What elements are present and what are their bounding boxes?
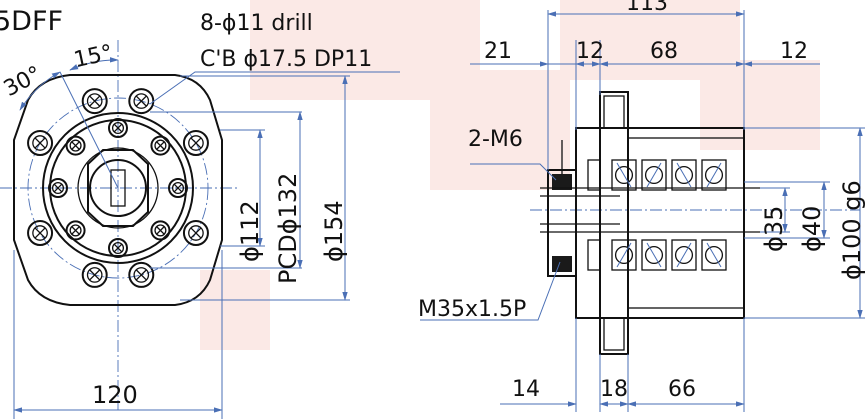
dia-154-label: ϕ154 [320,200,348,262]
dim-68-label: 68 [650,39,678,64]
watermark-shapes [200,0,820,350]
dim-66-label: 66 [668,377,696,402]
bolt-hole [48,178,68,198]
title-partial: 5DFF [0,6,63,37]
bolt-hole [65,220,86,241]
thread-2m6-label: 2-M6 [468,127,523,152]
nut-hatch-bottom [552,256,572,272]
counterbore-hole [128,261,155,288]
counterbore-hole [128,88,155,115]
angle-label-15: 15° [72,41,115,74]
nut-ring [77,147,159,229]
counterbore-hole [81,261,108,288]
counterbore-hole [27,130,54,156]
dia-40-label: ϕ40 [798,206,826,252]
dia-35-label: ϕ35 [760,206,788,252]
angle-label-30: 30° [0,62,46,102]
drill-note-line2: C'B ϕ17.5 DP11 [200,47,372,72]
dia-100-label: ϕ100 g6 [838,180,865,280]
bearing-element [611,239,637,271]
drill-note-line1: 8-ϕ11 drill [200,11,313,36]
m6-leader [470,163,557,181]
thread-m35-label: M35x1.5P [418,297,526,322]
dim-12-right-label: 12 [780,39,808,64]
nut-hatch-top [552,174,572,190]
bearing-element [671,159,697,191]
m35-leader [420,261,561,321]
bearing-element [641,159,667,191]
bearing-element [701,239,727,271]
bearing-element [701,159,727,191]
inner-bolt-holes [48,118,188,258]
dim-12-left-label: 12 [576,39,604,64]
width-120-label: 120 [92,381,138,409]
bolt-hole [108,238,128,258]
side-view [420,10,865,412]
lock-nut-square [87,149,149,227]
bolt-hole [168,178,188,198]
dim-14-label: 14 [512,377,540,402]
bolt-hole [65,135,86,156]
bearing-element [611,159,637,191]
bearing-element [641,239,667,271]
housing-ring [42,112,194,264]
bolt-hole [150,135,171,156]
flange-plate [599,91,629,355]
angle-arc-15 [69,57,119,71]
counterbore-hole [27,220,54,246]
bolt-hole [108,118,128,138]
front-view [0,40,400,419]
flange-bolt-bottom [603,317,625,351]
dim-113-label: 113 [626,0,668,16]
pcd-132-label: PCDϕ132 [274,173,302,284]
counterbore-holes [27,88,209,288]
flange-bolt-top [603,95,625,129]
counterbore-hole [81,88,108,115]
angular-bearings-top [611,159,727,191]
housing-body [575,127,745,319]
nut-slot [110,169,126,207]
angle-arc-30 [19,71,61,111]
bolt-hole [150,220,171,241]
dim-21-label: 21 [484,39,512,64]
drill-note-leader [149,71,400,105]
dia-112-label: ϕ112 [236,200,264,262]
counterbore-hole [182,130,209,156]
shaft-bore [89,159,147,217]
angular-bearings-bottom [611,239,727,271]
dim-18-label: 18 [600,377,628,402]
pcd-circle [27,97,209,279]
counterbore-hole [182,220,209,246]
bearing-element [671,239,697,271]
